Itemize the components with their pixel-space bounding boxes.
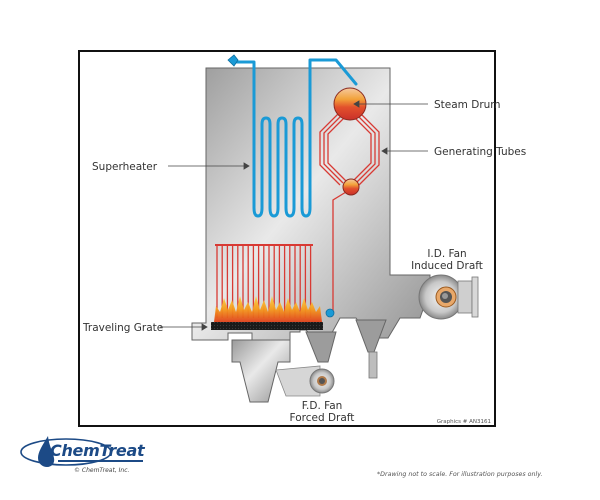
logo-swoosh xyxy=(20,438,112,466)
copyright: © ChemTreat, Inc. xyxy=(74,467,130,474)
mud-drum xyxy=(342,178,360,196)
generating-tubes xyxy=(319,111,380,312)
label-induced-draft: Induced Draft xyxy=(411,260,483,272)
disclaimer: *Drawing not to scale. For illustration … xyxy=(377,471,543,478)
label-generating-tubes: Generating Tubes xyxy=(434,146,526,158)
label-traveling-grate: Traveling Grate xyxy=(82,322,163,334)
ash-outlet-pipe xyxy=(368,351,378,379)
label-superheater: Superheater xyxy=(92,161,158,173)
traveling-grate xyxy=(211,322,323,330)
superheater xyxy=(230,58,358,218)
id-fan xyxy=(418,274,479,320)
label-forced-draft: Forced Draft xyxy=(290,412,355,424)
hopper-2 xyxy=(305,331,337,363)
label-steam-drum: Steam Drum xyxy=(434,99,501,111)
steam-valve-icon xyxy=(227,54,239,67)
leader-lines xyxy=(160,100,428,331)
brand-name: ChemTreat xyxy=(50,441,145,460)
circulation-pump-icon xyxy=(325,308,335,318)
graphics-number: Graphics # AN3161 xyxy=(437,419,491,425)
label-fd-fan: F.D. Fan xyxy=(302,400,343,412)
logo-underline xyxy=(58,460,143,462)
ash-hopper xyxy=(231,339,291,403)
label-id-fan: I.D. Fan xyxy=(427,248,466,260)
chemtreat-logo xyxy=(20,436,143,467)
fd-fan xyxy=(275,365,335,397)
flames xyxy=(214,296,322,322)
water-drop-icon xyxy=(38,436,55,467)
